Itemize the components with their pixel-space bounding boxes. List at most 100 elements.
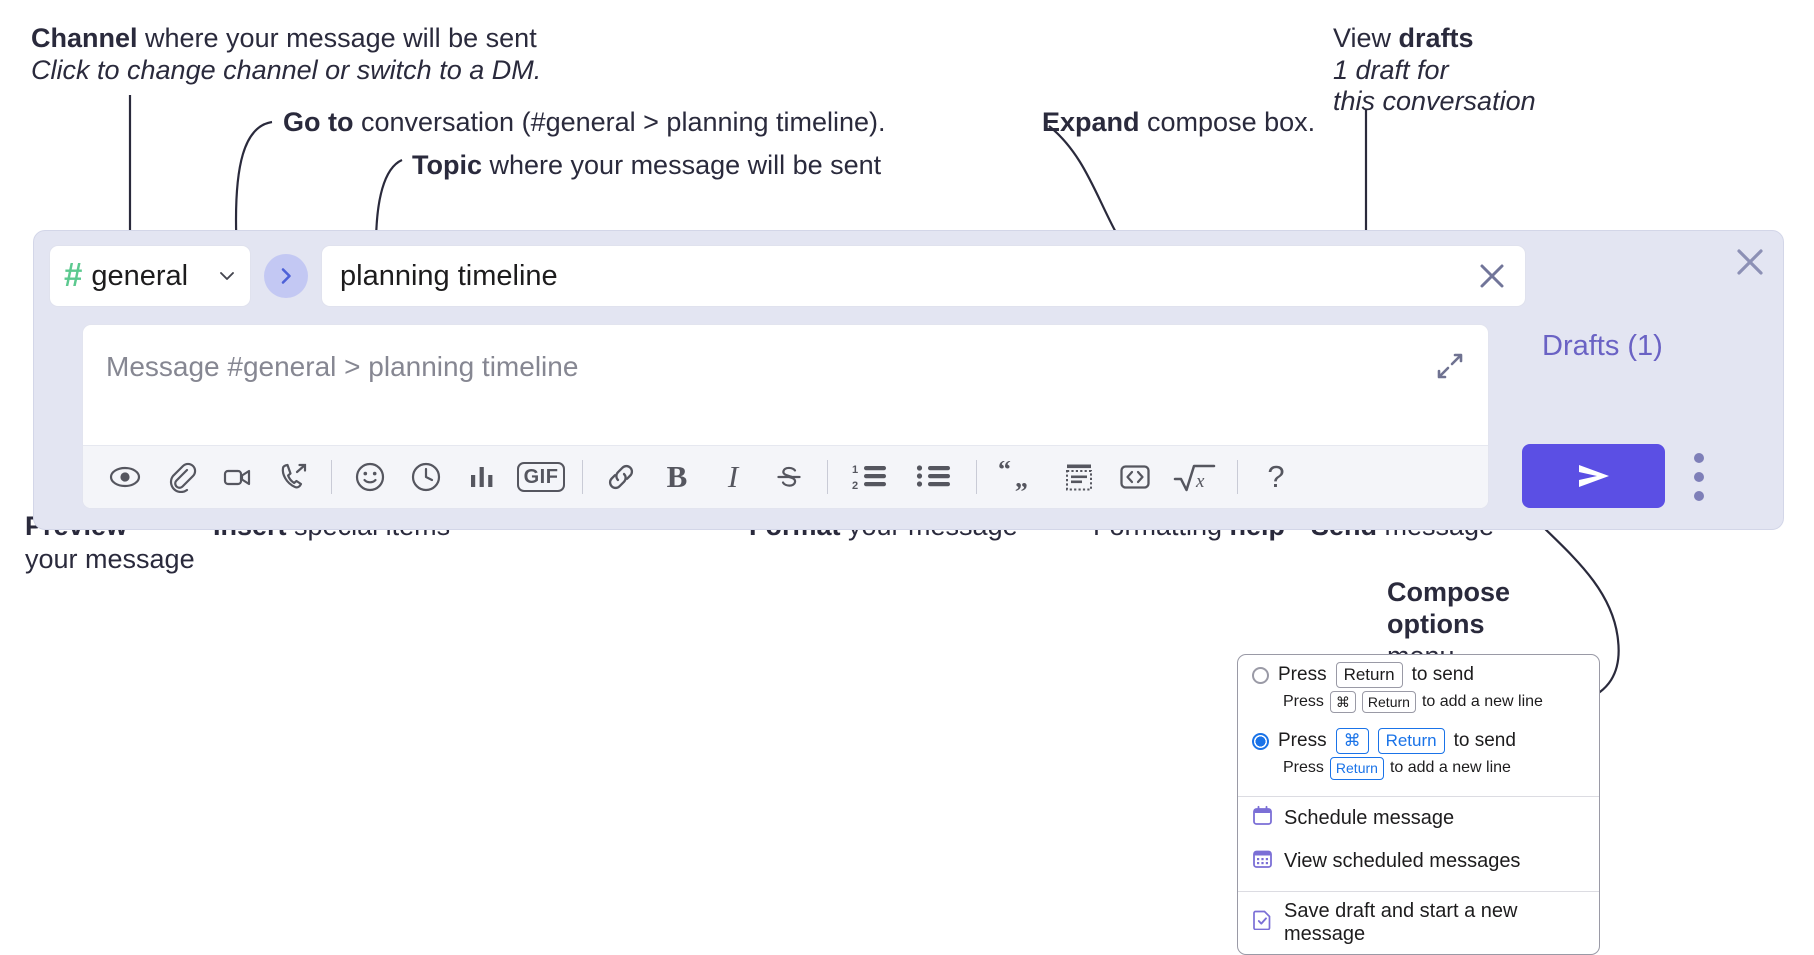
option1-post: to send (1411, 664, 1474, 686)
menu-item-view-scheduled[interactable]: View scheduled messages (1238, 840, 1599, 883)
message-placeholder: Message #general > planning timeline (106, 351, 579, 382)
message-compose-box[interactable]: Message #general > planning timeline (82, 324, 1489, 509)
kebab-dot (1694, 491, 1704, 501)
bold-label: B (666, 459, 688, 494)
kebab-dot (1694, 453, 1704, 463)
option1-pre: Press (1278, 664, 1327, 686)
annotation-channel-sub: Click to change channel or switch to a D… (31, 55, 542, 85)
radio-return[interactable] (1252, 666, 1269, 684)
key-return: Return (1377, 728, 1445, 755)
calendar-grid-icon (1252, 848, 1273, 875)
annotation-channel-rest: where your message will be sent (137, 23, 537, 53)
gif-label: GIF (516, 462, 566, 492)
annotation-drafts-sub2: this conversation (1333, 86, 1536, 116)
menu-item-label: Schedule message (1284, 806, 1455, 829)
expand-icon[interactable] (1436, 352, 1464, 380)
strikethrough-icon[interactable] (761, 452, 817, 502)
send-option-cmd-return[interactable]: Press ⌘ Return to send (1238, 721, 1599, 755)
option2-sub-pre: Press (1283, 759, 1324, 777)
bulleted-list-icon[interactable] (902, 452, 966, 502)
menu-item-schedule-message[interactable]: Schedule message (1238, 797, 1599, 840)
close-compose-icon[interactable] (1734, 246, 1766, 278)
italic-icon[interactable]: I (705, 452, 761, 502)
go-to-conversation-button[interactable] (264, 254, 308, 298)
svg-text:2: 2 (852, 480, 858, 492)
help-label: ? (1267, 459, 1285, 494)
emoji-icon[interactable] (342, 452, 398, 502)
compose-header-row: # general planning timeline (49, 245, 1526, 307)
italic-label: I (727, 459, 739, 494)
annotation-drafts-sub1: 1 draft for (1333, 55, 1449, 85)
annotation-channel-title: Channel where your message will be sent (31, 23, 537, 55)
topic-value: planning timeline (340, 259, 558, 292)
ordered-list-icon[interactable]: 1 2 (838, 452, 902, 502)
key-command: ⌘ (1335, 728, 1369, 755)
annotation-topic-bold: Topic (412, 150, 482, 180)
annotation-compose-options-line1: Compose (1387, 577, 1511, 607)
math-icon[interactable]: x (1163, 452, 1227, 502)
key-return: Return (1335, 662, 1403, 689)
channel-name-label: general (91, 259, 189, 292)
send-option-return[interactable]: Press Return to send (1238, 655, 1599, 689)
poll-icon[interactable] (454, 452, 510, 502)
attachment-icon[interactable] (153, 452, 209, 502)
clock-icon[interactable] (398, 452, 454, 502)
bold-icon[interactable]: B (649, 452, 705, 502)
menu-item-label: View scheduled messages (1284, 849, 1521, 872)
drafts-link[interactable]: Drafts (1) (1542, 330, 1663, 362)
annotation-goto-bold: Go to (283, 107, 354, 137)
compose-widget: # general planning timeline Message #gen… (33, 230, 1784, 530)
compose-options-menu-button[interactable] (1694, 453, 1704, 501)
toolbar-divider (582, 460, 583, 494)
annotation-compose-options-line2: options (1387, 609, 1485, 639)
link-icon[interactable] (593, 452, 649, 502)
code-icon[interactable] (1107, 452, 1163, 502)
preview-icon[interactable] (97, 452, 153, 502)
svg-text:1: 1 (852, 464, 858, 476)
svg-text:„: „ (1015, 464, 1028, 493)
help-icon[interactable]: ? (1248, 452, 1304, 502)
menu-item-label: Save draft and start a new message (1284, 899, 1518, 945)
option2-pre: Press (1278, 730, 1327, 752)
send-option-return-sub: Press ⌘ Return to add a new line (1238, 689, 1599, 721)
annotation-topic-rest: where your message will be sent (482, 150, 882, 180)
annotation-expand-bold: Expand (1042, 107, 1140, 137)
annotation-drafts: View drafts (1333, 23, 1474, 55)
menu-item-save-draft[interactable]: Save draft and start a new message (1238, 892, 1599, 954)
kebab-dot (1694, 472, 1704, 482)
formatting-toolbar: GIF B I 1 (83, 445, 1488, 508)
svg-text:“: “ (998, 461, 1011, 484)
send-option-cmd-return-sub: Press Return to add a new line (1238, 755, 1599, 787)
annotation-compose-options-1: Compose (1387, 577, 1510, 609)
send-button[interactable] (1522, 444, 1665, 508)
clear-topic-icon[interactable] (1477, 261, 1507, 291)
annotation-goto: Go to conversation (#general > planning … (283, 107, 886, 139)
annotation-topic: Topic where your message will be sent (412, 150, 881, 182)
toolbar-divider (976, 460, 977, 494)
gif-icon[interactable]: GIF (510, 452, 572, 502)
toolbar-divider (827, 460, 828, 494)
radio-cmd-return[interactable] (1252, 732, 1269, 750)
key-return: Return (1361, 691, 1416, 714)
code-block-icon[interactable] (1051, 452, 1107, 502)
svg-text:x: x (1195, 471, 1205, 492)
chevron-down-icon (218, 267, 236, 285)
key-return: Return (1329, 757, 1384, 780)
option1-sub-pre: Press (1283, 693, 1324, 711)
option2-sub-post: to add a new line (1389, 759, 1511, 777)
key-command: ⌘ (1329, 691, 1356, 714)
save-draft-icon (1252, 909, 1273, 936)
blockquote-icon[interactable]: “ „ (987, 452, 1051, 502)
option2-post: to send (1453, 730, 1516, 752)
annotation-expand-rest: compose box. (1139, 107, 1316, 137)
compose-options-popover: Press Return to send Press ⌘ Return to a… (1237, 654, 1600, 955)
annotation-preview-sub: your message (25, 544, 195, 574)
video-camera-icon[interactable] (209, 452, 265, 502)
phone-forward-icon[interactable] (265, 452, 321, 502)
annotation-goto-rest: conversation (#general > planning timeli… (353, 107, 886, 137)
annotation-drafts-bold: drafts (1398, 23, 1474, 53)
annotation-expand: Expand compose box. (1042, 107, 1315, 139)
topic-input[interactable]: planning timeline (321, 245, 1526, 307)
channel-selector[interactable]: # general (49, 245, 251, 307)
send-paper-plane-icon (1578, 465, 1609, 487)
